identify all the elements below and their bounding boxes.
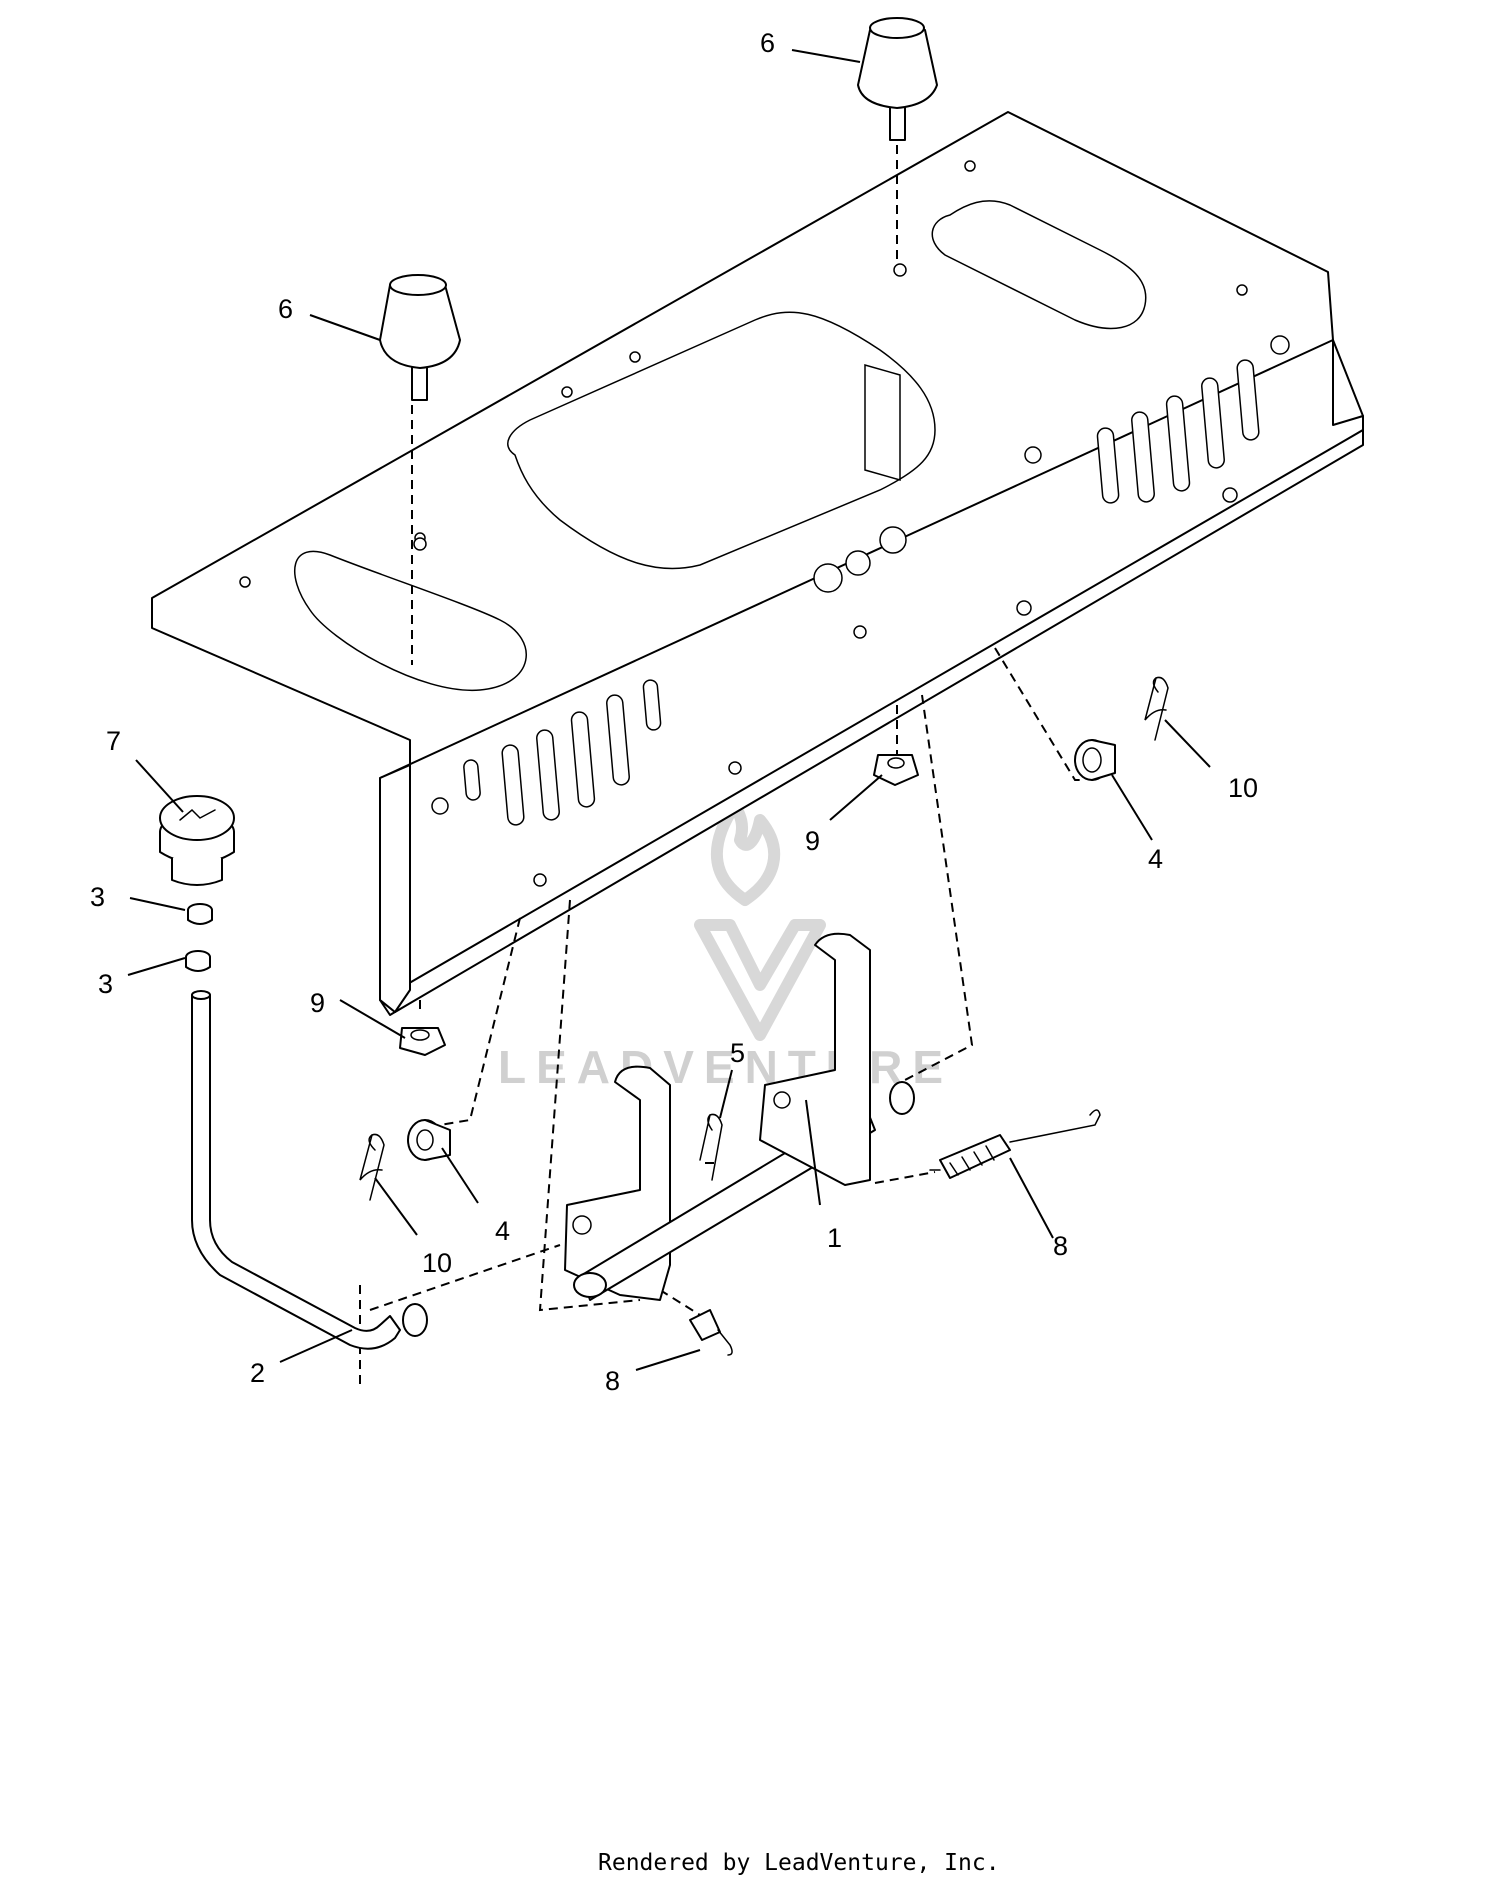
footer-credit: Rendered by LeadVenture, Inc.: [598, 1850, 1000, 1876]
bumper-right: [857, 17, 938, 141]
plate-cutout-left: [293, 550, 527, 691]
callout-2: 2: [250, 1358, 265, 1388]
callout-4-left: 4: [495, 1216, 510, 1246]
spring-small: [689, 1309, 733, 1356]
flange-nut-right: [873, 754, 919, 786]
plate-cutout-right: [931, 200, 1147, 330]
bearing-left: [407, 1119, 451, 1161]
callout-3-lower: 3: [98, 969, 113, 999]
bearing-right: [1074, 739, 1116, 781]
callout-7: 7: [106, 726, 121, 756]
handle-rod: [191, 990, 428, 1350]
bushing-lower: [185, 950, 211, 972]
frame-plate: [151, 111, 1364, 1016]
assembly-lines: [359, 115, 1085, 1385]
callout-9-right: 9: [805, 826, 820, 856]
bumper-hole-right: [893, 263, 907, 277]
lift-shaft-assembly: [564, 932, 915, 1301]
callout-8-lower: 8: [605, 1366, 620, 1396]
callout-1: 1: [827, 1223, 842, 1253]
callout-10-left: 10: [422, 1248, 452, 1278]
callout-6-right: 6: [760, 28, 775, 58]
callout-3-upper: 3: [90, 882, 105, 912]
callouts: 1 2 3 3 4 4 5 6 6 7 8 8 9 9 10 10: [90, 28, 1258, 1396]
bushing-upper: [187, 903, 213, 925]
watermark-text: LEADVENTURE: [498, 1041, 953, 1093]
leader-lines: [127, 49, 1211, 1371]
spring-large: [929, 1109, 1101, 1179]
callout-5: 5: [730, 1038, 745, 1068]
callout-8-right: 8: [1053, 1231, 1068, 1261]
cotter-pin: [699, 1113, 723, 1181]
callout-9-left: 9: [310, 988, 325, 1018]
hairpin-clip-left: [359, 1133, 385, 1201]
flange-nut-left: [399, 1027, 446, 1056]
callout-6-left: 6: [278, 294, 293, 324]
knob: [159, 795, 235, 886]
bumper-hole-left: [413, 537, 427, 551]
bumper-left: [379, 274, 461, 401]
callout-4-right: 4: [1148, 844, 1163, 874]
hairpin-clip-right: [1144, 676, 1169, 741]
callout-10-right: 10: [1228, 773, 1258, 803]
plate-cutout-center: [507, 311, 936, 570]
